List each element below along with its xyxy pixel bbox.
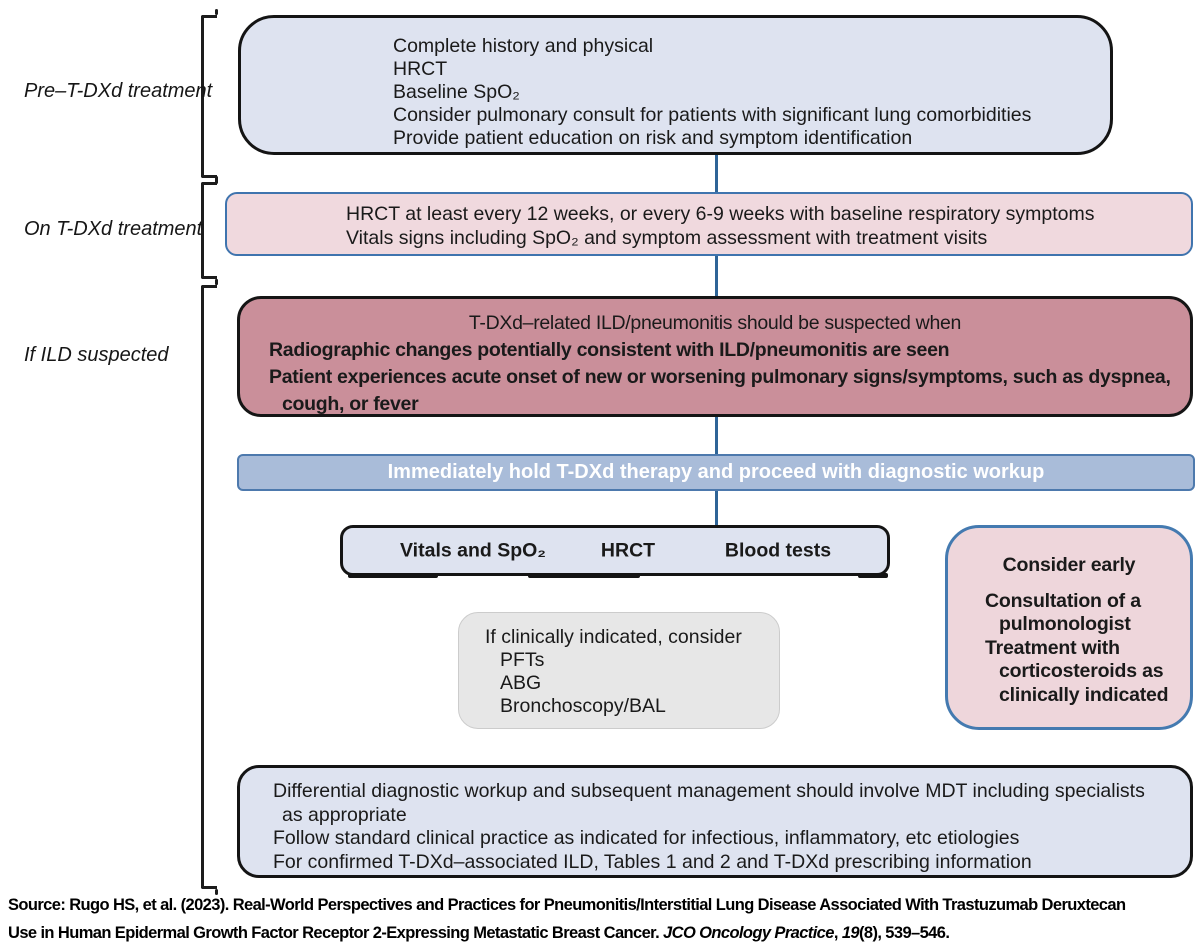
ild-suspected-intro: T-DXd–related ILD/pneumonitis should be … — [468, 312, 962, 334]
pre-treatment-line: Consider pulmonary consult for patients … — [393, 104, 1032, 126]
ild-suspected-criterion: Radiographic changes potentially consist… — [269, 339, 950, 361]
diagnostic-workup-box: Vitals and SpO₂ HRCT Blood tests — [340, 525, 890, 576]
differential-line: Follow standard clinical practice as ind… — [273, 827, 1020, 849]
stage-bracket-on-treatment — [201, 176, 218, 285]
workup-item-hrct: HRCT — [600, 539, 656, 561]
journal-name: JCO Oncology Practice — [663, 924, 834, 942]
differential-management-box: Differential diagnostic workup and subse… — [237, 765, 1193, 878]
differential-line: as appropriate — [282, 803, 407, 826]
source-citation-line2: Use in Human Epidermal Growth Factor Rec… — [8, 924, 950, 942]
workup-box-underline-segment — [528, 573, 640, 578]
connector-line-4 — [715, 490, 718, 527]
consider-early-line: clinically indicated — [999, 683, 1169, 706]
source-citation: Source: Rugo HS, et al. (2023). Real-Wor… — [8, 891, 1196, 947]
workup-item-blood-tests: Blood tests — [724, 539, 832, 561]
connector-line-3 — [715, 416, 718, 456]
optional-tests-box: If clinically indicated, consider PFTs A… — [458, 612, 780, 729]
connector-line-1 — [715, 155, 718, 193]
optional-test-item: PFTs — [500, 649, 545, 671]
consider-early-title: Consider early — [1002, 554, 1136, 576]
ild-suspected-criterion: cough, or fever — [282, 393, 419, 415]
on-treatment-line: Vitals signs including SpO₂ and symptom … — [346, 227, 988, 249]
connector-line-2 — [715, 255, 718, 297]
consider-early-line: pulmonologist — [999, 613, 1131, 635]
on-treatment-line: HRCT at least every 12 weeks, or every 6… — [346, 203, 1095, 225]
optional-test-item: Bronchoscopy/BAL — [500, 695, 666, 717]
workup-box-underline-segment — [858, 573, 888, 578]
differential-line: For confirmed T-DXd–associated ILD, Tabl… — [273, 850, 1032, 873]
stage-label-ild-suspected: If ILD suspected — [24, 344, 169, 366]
optional-test-item: ABG — [500, 672, 542, 694]
ild-suspected-box: T-DXd–related ILD/pneumonitis should be … — [237, 296, 1193, 417]
journal-volume: 19 — [841, 924, 860, 942]
hold-therapy-banner: Immediately hold T-DXd therapy and proce… — [237, 454, 1195, 491]
pre-treatment-line: Provide patient education on risk and sy… — [393, 127, 913, 149]
stage-label-on-treatment: On T-DXd treatment — [24, 218, 203, 240]
pre-treatment-line: HRCT — [393, 58, 448, 80]
pre-treatment-line: Baseline SpO₂ — [393, 81, 520, 103]
stage-bracket-ild-suspected — [201, 279, 218, 895]
differential-line: Differential diagnostic workup and subse… — [273, 780, 1145, 802]
on-treatment-box: HRCT at least every 12 weeks, or every 6… — [225, 192, 1193, 256]
consider-early-line: Treatment with — [985, 636, 1120, 659]
consider-early-line: corticosteroids as — [999, 660, 1164, 682]
consider-early-line: Consultation of a — [985, 589, 1141, 612]
ild-suspected-criterion: Patient experiences acute onset of new o… — [269, 366, 1171, 388]
pre-treatment-line: Complete history and physical — [393, 35, 654, 57]
pre-treatment-box: Complete history and physical HRCT Basel… — [238, 15, 1113, 155]
stage-label-pre-treatment: Pre–T-DXd treatment — [24, 80, 213, 102]
optional-tests-title: If clinically indicated, consider — [485, 626, 742, 648]
source-citation-line1: Source: Rugo HS, et al. (2023). Real-Wor… — [8, 896, 1126, 914]
hold-therapy-banner-label: Immediately hold T-DXd therapy and proce… — [387, 461, 1045, 483]
workup-item-vitals: Vitals and SpO₂ — [400, 539, 546, 561]
workup-box-underline-segment — [348, 573, 438, 578]
consider-early-box: Consider early Consultation of a pulmono… — [945, 525, 1193, 730]
